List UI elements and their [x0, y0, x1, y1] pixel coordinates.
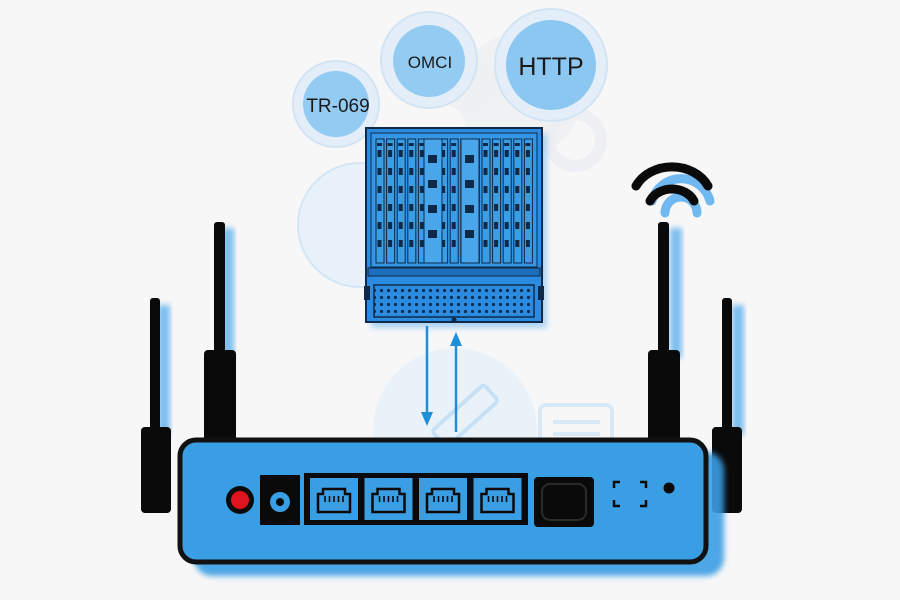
rack-line-card [523, 138, 533, 264]
protocol-label-http: HTTP [518, 53, 583, 81]
rack-control-card [460, 138, 480, 264]
olt-chassis-icon [364, 127, 547, 328]
rack-line-cards [375, 138, 533, 264]
rack-line-card [375, 138, 385, 264]
reset-button [612, 480, 675, 508]
protocol-bubble-omci: OMCI [380, 11, 478, 109]
downstream-arrow [421, 326, 433, 426]
router-icon [177, 437, 724, 576]
antenna-left-outer [141, 298, 171, 513]
power-button [226, 486, 254, 514]
rack-line-card [513, 138, 523, 264]
upstream-arrow [450, 332, 462, 432]
ethernet-port-icon [473, 478, 522, 520]
protocol-label-omci: OMCI [408, 53, 452, 72]
dc-power-jack [260, 475, 300, 525]
ethernet-port-icon [364, 478, 413, 520]
ethernet-port-icon [310, 478, 358, 520]
rack-line-card [417, 138, 427, 264]
lan-ports [310, 478, 522, 520]
antenna-right-inner [648, 222, 682, 442]
rack-line-card [407, 138, 417, 264]
rack-line-card [396, 138, 406, 264]
rack-line-card [502, 138, 512, 264]
ethernet-port-icon [419, 478, 467, 520]
rack-line-card [386, 138, 396, 264]
protocol-label-tr069: TR-069 [306, 96, 369, 117]
rack-line-card [449, 138, 459, 264]
rack-line-card [481, 138, 491, 264]
rack-control-card [423, 138, 443, 264]
protocol-bubble-tr069: TR-069 [292, 60, 380, 148]
antenna-left-inner [204, 222, 236, 442]
wifi-icon [631, 162, 715, 218]
rack-line-card [492, 138, 502, 264]
wps-button [534, 477, 594, 527]
protocol-bubble-http: HTTP [494, 8, 608, 122]
